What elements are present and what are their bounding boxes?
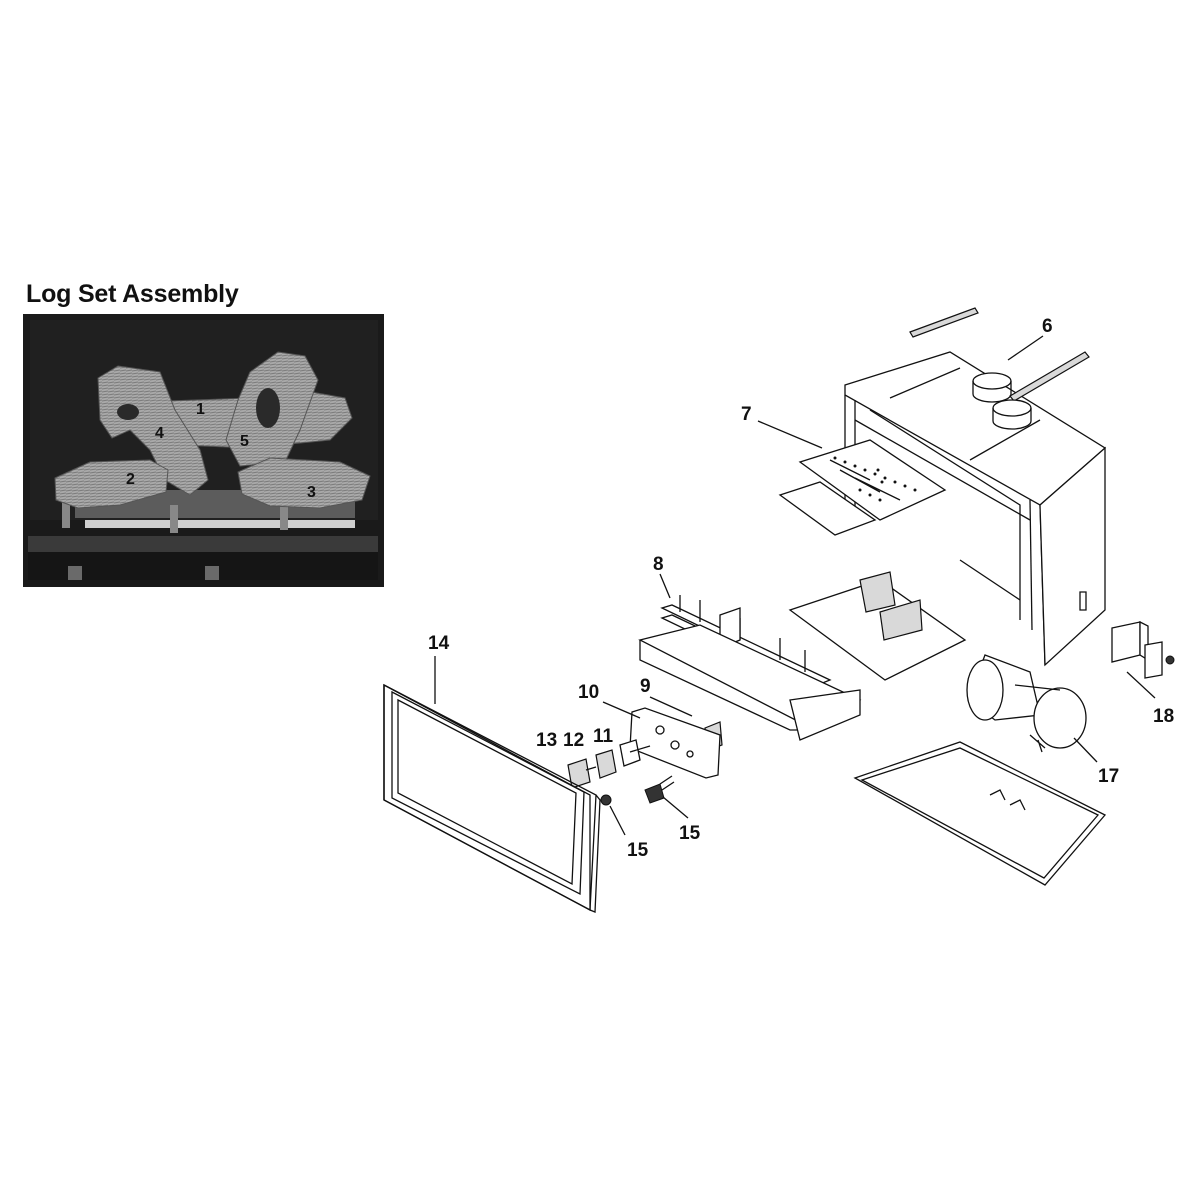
control-panel [629, 707, 721, 779]
valve-knob-12 [595, 749, 617, 779]
blower [966, 654, 1087, 753]
top-strip-left [909, 307, 979, 338]
callout-10: 10 [578, 682, 599, 703]
callout-9: 9 [640, 676, 651, 697]
top-strip-right [1009, 351, 1090, 402]
burner-assembly [778, 439, 967, 681]
control-bracket [638, 624, 862, 751]
log-callout-4: 4 [155, 425, 164, 442]
callout-7: 7 [741, 404, 752, 425]
callout-11: 11 [593, 726, 614, 747]
knob-cap-15 [600, 794, 612, 806]
glass-door [383, 683, 601, 913]
valve-knob-11 [619, 739, 651, 767]
junction-box [1111, 620, 1175, 679]
log-2 [54, 459, 169, 509]
log-callout-5: 5 [240, 433, 249, 450]
log-3 [237, 457, 371, 509]
callout-12: 12 [563, 730, 584, 751]
callout-8: 8 [653, 554, 664, 575]
callout-18: 18 [1153, 706, 1174, 727]
callout-15-a: 15 [627, 840, 649, 861]
callout-14: 14 [428, 633, 450, 654]
log-4 [97, 365, 209, 496]
burner-front-plate [85, 520, 355, 528]
hearth-rail [28, 536, 378, 552]
firebox-cabinet [844, 307, 1107, 667]
valve-knob-13 [567, 758, 597, 789]
callout-15-b: 15 [679, 823, 701, 844]
log-callout-1: 1 [196, 401, 205, 418]
vent-collar-rear [992, 399, 1032, 430]
leader-lines [434, 335, 1156, 836]
log-callout-3: 3 [307, 484, 316, 501]
callout-17: 17 [1098, 766, 1119, 787]
callout-6: 6 [1042, 316, 1053, 337]
log-set-photo: 1 2 3 4 5 [23, 314, 384, 587]
base-plate [853, 741, 1107, 886]
callout-13: 13 [536, 730, 557, 751]
switch-15 [644, 775, 675, 804]
log-callout-2: 2 [126, 471, 135, 488]
vent-collar-front [972, 372, 1012, 403]
log-set-assembly-title: Log Set Assembly [26, 280, 239, 308]
